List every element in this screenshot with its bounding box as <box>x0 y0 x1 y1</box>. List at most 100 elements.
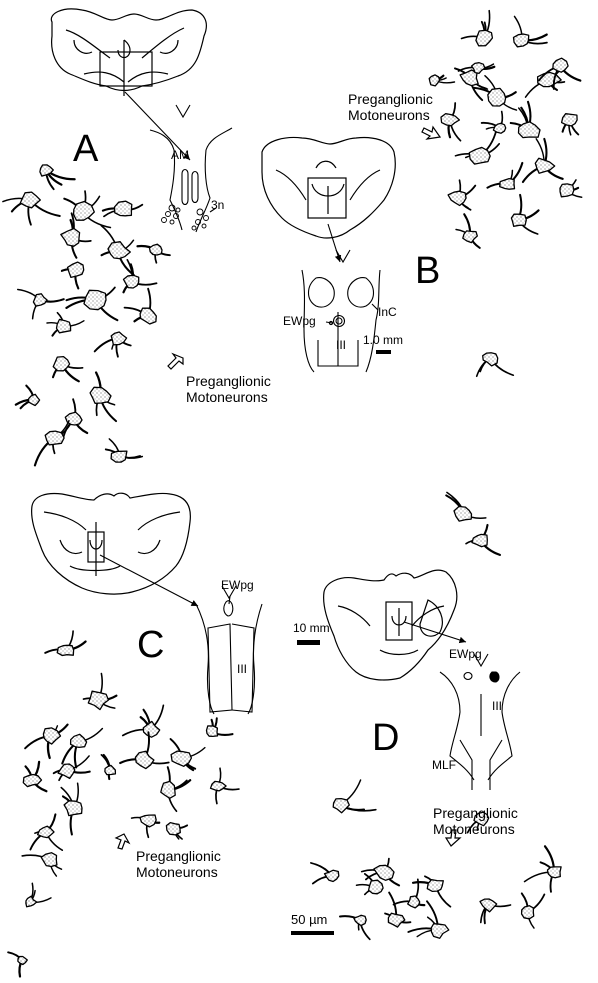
motoneuron-cell <box>125 289 157 324</box>
caption-arrow-c <box>116 834 129 849</box>
motoneuron-cell <box>16 386 40 409</box>
motoneuron-cell <box>26 883 51 907</box>
motoneuron-cell <box>487 163 522 189</box>
panel-a-am-label: AM <box>171 149 189 161</box>
panel-d-letter: D <box>372 719 399 757</box>
motoneuron-cell <box>103 201 142 216</box>
panel-a-3n-label: 3n <box>211 199 224 211</box>
motoneuron-cell <box>47 313 84 336</box>
panel-d-caption: Preganglionic Motoneurons <box>433 805 518 837</box>
panel-d-ewpg-label: EWpg <box>449 648 482 660</box>
panel-b-letter: B <box>415 252 440 290</box>
panel-c-ewpg-label: EWpg <box>221 579 254 591</box>
motoneuron-cell <box>207 718 233 736</box>
motoneuron-cell <box>95 332 131 357</box>
motoneuron-cell <box>466 525 500 555</box>
panel-b-detail-section <box>302 250 380 372</box>
panel-b-scale-bar <box>376 350 391 354</box>
panel-a-letter: A <box>73 130 98 168</box>
motoneuron-cell <box>35 421 70 466</box>
motoneuron-cell <box>333 780 376 813</box>
motoneuron-cell <box>514 16 547 46</box>
motoneuron-cell <box>523 139 563 182</box>
panel-b-scale-label: 1.0 mm <box>363 334 403 346</box>
motoneuron-cell <box>123 705 164 737</box>
motoneuron-cell <box>311 863 339 884</box>
panel-c-iii-label: III <box>237 663 247 675</box>
motoneuron-cell <box>54 756 90 780</box>
panel-d-mlf-label: MLF <box>432 759 456 771</box>
motoneuron-cell <box>362 859 399 886</box>
panel-c-detail-section <box>196 586 262 714</box>
motoneuron-cell <box>62 262 84 288</box>
motoneuron-cell <box>211 768 239 803</box>
motoneuron-cell <box>429 75 454 86</box>
panel-d-scale-bar <box>297 640 320 645</box>
motoneuron-cell <box>3 192 60 225</box>
motoneuron-cell <box>441 103 461 141</box>
panel-c-arrow <box>100 555 198 606</box>
caption-arrow-a <box>168 354 183 369</box>
motoneuron-cell <box>66 287 117 320</box>
panel-a-brainstem-section <box>51 9 206 96</box>
motoneuron-cell <box>23 762 46 791</box>
panel-d-arrow <box>404 622 466 642</box>
motoneuron-cell <box>522 893 545 928</box>
motoneuron-cell <box>30 814 62 850</box>
motoneuron-cell <box>53 357 83 382</box>
motoneuron-cell <box>511 195 538 234</box>
motoneuron-cell <box>385 893 410 928</box>
motoneuron-cell <box>84 674 117 710</box>
motoneuron-cell <box>102 755 116 779</box>
motoneuron-cell <box>90 373 116 422</box>
motoneuron-cell <box>45 631 85 656</box>
motoneuron-cell <box>22 853 61 876</box>
panel-c-brainstem-section <box>32 493 191 594</box>
panel-a-caption: Preganglionic Motoneurons <box>186 373 271 405</box>
motoneuron-cell <box>63 399 87 438</box>
motoneuron-cell <box>106 439 143 462</box>
panel-b-iii-label: III <box>336 339 346 351</box>
motoneuron-cell <box>455 68 487 100</box>
motoneuron-cell <box>482 112 506 134</box>
motoneuron-cell <box>511 102 540 138</box>
motoneuron-cell <box>62 729 102 768</box>
panel-b-brainstem-section <box>262 138 395 238</box>
panel-b-caption: Preganglionic Motoneurons <box>348 91 433 123</box>
motoneuron-cell <box>394 879 425 908</box>
panel-d-iii-label: III <box>492 700 502 712</box>
motoneuron-cell <box>474 76 516 110</box>
panel-c-letter: C <box>137 626 164 664</box>
panel-b-ewpg-label: EWpg <box>283 315 316 327</box>
panel-d-brainstem-section <box>324 570 457 680</box>
cell-scale-label: 50 µm <box>291 913 327 926</box>
panel-b-arrow <box>328 224 340 262</box>
motoneuron-cell <box>138 244 170 263</box>
motoneuron-cell <box>25 725 68 758</box>
motoneuron-cell <box>40 165 75 189</box>
motoneuron-cell <box>120 732 169 768</box>
panel-a-detail-section <box>150 105 232 232</box>
motoneuron-cell <box>562 114 579 135</box>
motoneuron-cell <box>477 353 514 377</box>
panel-c-caption: Preganglionic Motoneurons <box>136 848 221 880</box>
motoneuron-cell <box>525 846 562 892</box>
motoneuron-cell <box>18 290 64 319</box>
motoneuron-cell <box>124 260 157 293</box>
motoneuron-cell <box>456 214 480 248</box>
caption-arrow-b <box>422 127 440 139</box>
motoneuron-cell <box>8 952 27 976</box>
motoneuron-cell <box>455 130 499 164</box>
cell-scale-bar <box>291 931 334 935</box>
motoneuron-cell <box>101 226 134 276</box>
motoneuron-cell <box>171 739 205 770</box>
motoneuron-cell <box>166 823 187 839</box>
motoneuron-cell <box>446 492 486 521</box>
caption-arrows <box>116 127 460 849</box>
motoneuron-cell <box>132 815 160 837</box>
panel-d-scale-label: 10 mm <box>293 622 330 634</box>
panel-b-inc-label: InC <box>378 306 397 318</box>
motoneuron-cell <box>161 767 190 811</box>
motoneuron-cell <box>560 180 582 197</box>
